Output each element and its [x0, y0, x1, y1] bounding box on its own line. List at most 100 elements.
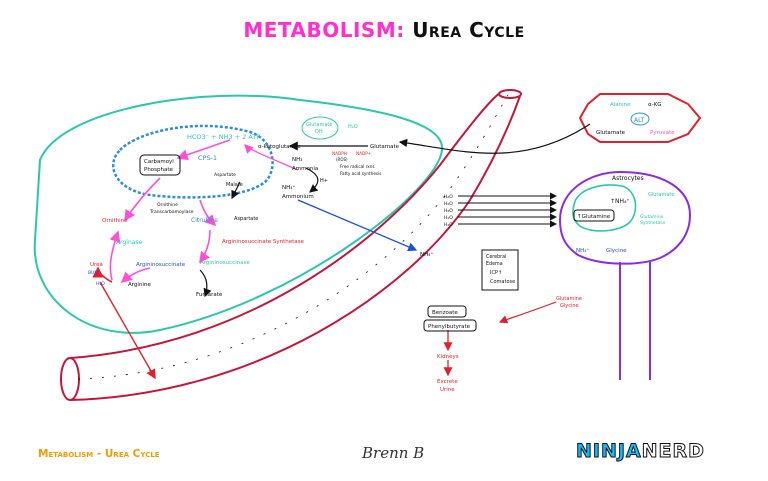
label-arginine: Arginine	[128, 282, 151, 288]
label-h2o-3: H₂O	[444, 208, 453, 214]
arrow-urea-to-blood	[99, 281, 156, 380]
label-arginase: Arginase	[116, 239, 143, 246]
label-aspartate-2: Aspartate	[234, 216, 258, 222]
label-excrete: Excrete	[437, 379, 458, 385]
label-muscle-akg: α-KG	[648, 102, 661, 108]
label-glutamate-dh-2: DH	[315, 129, 323, 135]
label-h2o-4: H₂O	[444, 215, 453, 221]
label-nadp: NADP+	[356, 151, 372, 156]
label-comatose: Comatose	[490, 279, 515, 285]
label-glutamine-synth-1: Glutamine	[640, 214, 664, 220]
label-astrocytes: Astrocytes	[612, 175, 644, 182]
label-h2o-1: H₂O	[444, 194, 453, 200]
arrow-glutamine-glycine-to-benzoate	[498, 301, 557, 324]
label-icp: ICP↑	[490, 270, 502, 276]
label-h2o-5: H₂O	[444, 222, 453, 228]
box-phenylbutyrate: Phenylbutyrate	[423, 319, 477, 332]
arrow-to-reactants	[244, 144, 299, 171]
label-edema-1: Cerebral	[486, 254, 506, 260]
label-brain-nh4: ↑NH₄⁺	[610, 198, 630, 205]
label-glutamate: Glutamate	[370, 144, 400, 150]
box-glutamine: ↑Glutamine	[573, 209, 615, 222]
arrow-to-arginine	[120, 267, 151, 284]
label-glutamine-tr: Glutamine	[556, 296, 582, 302]
muscle-cell-outline	[578, 93, 702, 143]
box-carbamoyl-phosphate: Carbamoyl Phosphate	[139, 154, 181, 176]
label-glycine-tr: Glycine	[560, 303, 579, 309]
label-citrulline: Citrulline	[191, 217, 218, 224]
arrow-nh3-to-ammonium	[305, 167, 319, 193]
arrow-to-ornithine	[109, 230, 121, 281]
blood-vessel-opening	[60, 357, 80, 401]
arrow-ammonium-to-blood	[297, 199, 418, 252]
arrow-muscle-glutamate-to-liver	[398, 123, 591, 154]
label-glycine: Glycine	[606, 248, 627, 254]
box-alt: ALT	[630, 112, 650, 126]
water-arrows	[458, 192, 557, 228]
box-glutamate-dh: Glutamate DH	[301, 116, 339, 140]
label-benzoate: Benzoate	[432, 310, 458, 316]
label-bun: BUN	[88, 270, 98, 276]
ninja-nerd-logo: NINJANERD	[576, 440, 705, 463]
footer-caption: Metabolism - Urea Cycle	[38, 448, 160, 460]
liver-outline	[33, 94, 444, 334]
mitochondrion-outline	[112, 124, 274, 199]
label-urea: Urea	[90, 262, 103, 268]
label-fumarate: Fumarate	[196, 292, 223, 298]
label-h2o: H₂O	[96, 281, 105, 287]
label-pyruvate: Pyruvate	[650, 130, 675, 136]
astrocyte-outline	[558, 170, 692, 265]
label-urine: Urine	[440, 387, 455, 393]
label-alt: ALT	[634, 117, 645, 124]
label-reactants: HCO3⁻ + NH3 + 2 ATP	[187, 133, 260, 141]
label-free-radical: Free radical rxns	[340, 164, 375, 169]
title-urea-cycle: Urea Cycle	[412, 18, 525, 42]
label-nadph: NADPH	[332, 151, 347, 156]
blood-vessel-end	[498, 89, 522, 99]
label-ornithine: Ornithine	[102, 218, 128, 224]
label-argininosuccinate-synth: Argininosuccinate Synthetase	[222, 239, 305, 245]
label-glutamate-dh-1: Glutamate	[306, 122, 332, 128]
arrow-malate	[231, 181, 241, 200]
label-kidneys: Kidneys	[437, 354, 459, 360]
arrow-reactants-to-carbamoyl	[176, 139, 231, 161]
label-carbamoyl: Carbamoyl	[144, 159, 174, 165]
label-phosphate: Phosphate	[144, 167, 174, 173]
arrow-citrulline	[199, 199, 217, 227]
logo-nerd: NERD	[641, 440, 705, 463]
label-fatty-acid: Fatty acid synthesis	[340, 171, 381, 176]
blood-vessel-outer	[69, 92, 501, 359]
label-h2o-top: H₂O	[348, 124, 358, 130]
arrow-carbamoyl-to-ornithine	[124, 177, 161, 222]
box-benzoate: Benzoate	[427, 305, 467, 318]
label-argininosuccinate: Argininosuccinate	[136, 262, 186, 268]
arrow-to-urea	[92, 266, 113, 283]
label-glutamine-synth-2: Synthetase	[640, 220, 666, 226]
label-alanine: Alanine	[610, 102, 631, 108]
label-brain-nh4-2: NH₄⁺	[576, 247, 589, 254]
blood-vessel-inner	[69, 95, 521, 401]
label-glutamine: ↑Glutamine	[577, 213, 611, 220]
label-muscle-glutamate: Glutamate	[596, 130, 626, 136]
brainstem-outline	[619, 262, 651, 380]
label-ornithine-trans-1: Ornithine	[157, 202, 178, 208]
signature: Brenn B	[362, 444, 425, 462]
label-brain-glutamate: Glutamate	[648, 192, 674, 198]
label-malate: Malate	[226, 182, 243, 188]
label-blood-nh4: NH₄⁺	[420, 251, 433, 258]
arrow-to-fumarate	[199, 269, 212, 298]
title-metabolism: METABOLISM:	[243, 18, 405, 42]
label-cps1: CPS-1	[198, 154, 217, 162]
arrow-to-argininosuccinate	[199, 229, 211, 264]
label-ammonium: Ammonium	[282, 194, 314, 200]
label-h2o-2: H₂O	[444, 201, 453, 207]
logo-ninja: NINJA	[576, 440, 642, 463]
label-h-plus: H+	[320, 178, 328, 184]
page-title: METABOLISM: Urea Cycle	[0, 18, 768, 42]
label-ros: (ROS)	[336, 157, 348, 162]
label-ammonia: Ammonia	[292, 166, 318, 172]
label-ornithine-trans-2: Transcarbamoylase	[149, 209, 194, 215]
label-edema-2: Edema	[486, 261, 503, 267]
box-cerebral-edema: Cerebral Edema ICP↑ Comatose	[481, 249, 519, 291]
